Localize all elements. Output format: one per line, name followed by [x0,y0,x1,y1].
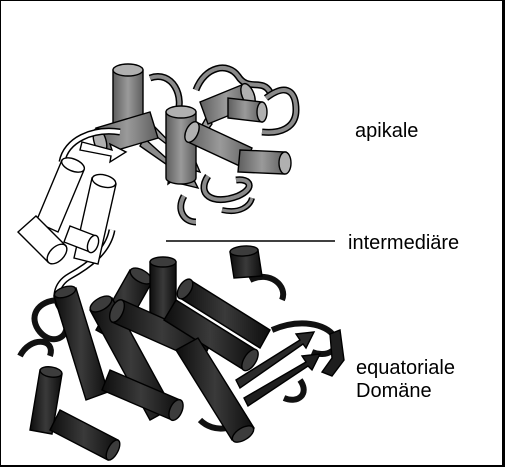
apical-domain-label: apikale [355,120,418,143]
equatorial-loop [284,380,304,400]
intermediate-helix [18,216,70,267]
intermediate-domain-label: intermediäre [348,232,459,255]
equatorial-loop [20,342,51,356]
intermediate-helix [36,155,86,232]
intermediate-domain [18,131,126,312]
equatorial-loop [250,277,283,300]
apical-domain [91,64,296,222]
apical-helix [166,106,196,184]
equatorial-helix [50,410,123,462]
equatorial-helix [230,245,262,278]
domain-word-label: Domäne [356,380,432,403]
apical-helix [228,98,267,122]
apical-helix [238,150,291,174]
equatorial-domain-label: equatoriale [356,357,455,380]
